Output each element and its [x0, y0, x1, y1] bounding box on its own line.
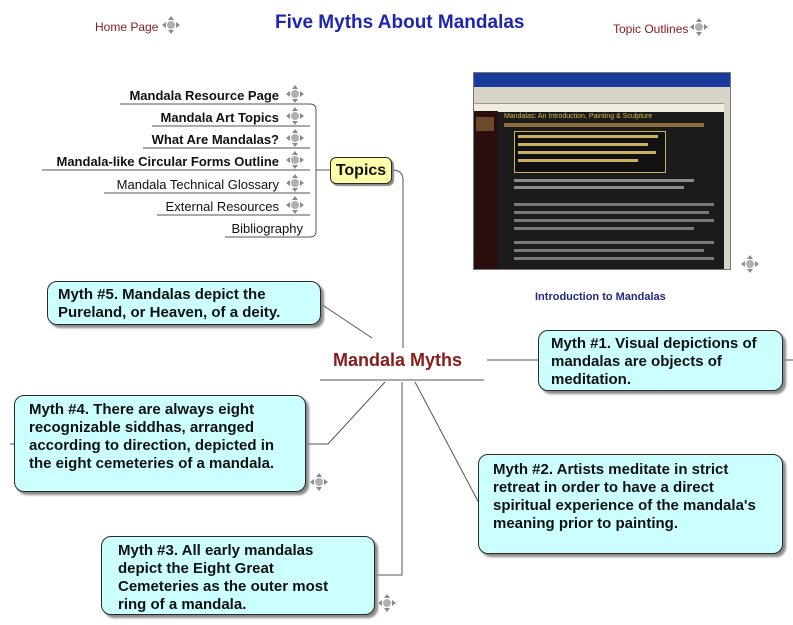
topic-item-circular-forms-outline[interactable]: Mandala-like Circular Forms Outline: [56, 154, 280, 169]
topic-item-technical-glossary[interactable]: Mandala Technical Glossary: [116, 177, 279, 192]
move-arrows-icon[interactable]: [690, 18, 708, 36]
myth-1-node[interactable]: Myth #1. Visual depictions of mandalas a…: [538, 330, 783, 391]
move-arrows-icon[interactable]: [162, 16, 180, 34]
topics-node[interactable]: Topics: [330, 157, 392, 184]
topic-outlines-link[interactable]: Topic Outlines: [613, 22, 689, 36]
move-arrows-icon[interactable]: [286, 151, 304, 169]
move-arrows-icon[interactable]: [741, 255, 759, 273]
move-arrows-icon[interactable]: [286, 129, 304, 147]
home-page-link[interactable]: Home Page: [95, 20, 159, 34]
myth-2-node[interactable]: Myth #2. Artists meditate in strict retr…: [478, 454, 783, 554]
myth-5-node[interactable]: Myth #5. Mandalas depict the Pureland, o…: [47, 281, 321, 325]
move-arrows-icon[interactable]: [286, 196, 304, 214]
topic-item-mandala-resource-page[interactable]: Mandala Resource Page: [129, 88, 279, 103]
page-title: Five Myths About Mandalas: [275, 12, 525, 33]
thumbnail-caption[interactable]: Introduction to Mandalas: [535, 291, 666, 303]
move-arrows-icon[interactable]: [310, 473, 328, 491]
central-topic[interactable]: Mandala Myths: [333, 350, 463, 370]
topic-item-external-resources[interactable]: External Resources: [165, 199, 279, 214]
topic-item-bibliography[interactable]: Bibliography: [231, 221, 303, 236]
topic-item-what-are-mandalas[interactable]: What Are Mandalas?: [151, 132, 279, 147]
myth-3-node[interactable]: Myth #3. All early mandalas depict the E…: [101, 536, 375, 615]
move-arrows-icon[interactable]: [286, 85, 304, 103]
thumbnail-page-title: Mandalas: An Introduction, Painting & Sc…: [504, 113, 653, 120]
move-arrows-icon[interactable]: [286, 107, 304, 125]
myth-4-node[interactable]: Myth #4. There are always eight recogniz…: [14, 395, 306, 492]
move-arrows-icon[interactable]: [378, 594, 396, 612]
page-thumbnail[interactable]: Mandalas: An Introduction, Painting & Sc…: [473, 72, 731, 270]
move-arrows-icon[interactable]: [286, 174, 304, 192]
topic-item-mandala-art-topics[interactable]: Mandala Art Topics: [160, 110, 279, 125]
